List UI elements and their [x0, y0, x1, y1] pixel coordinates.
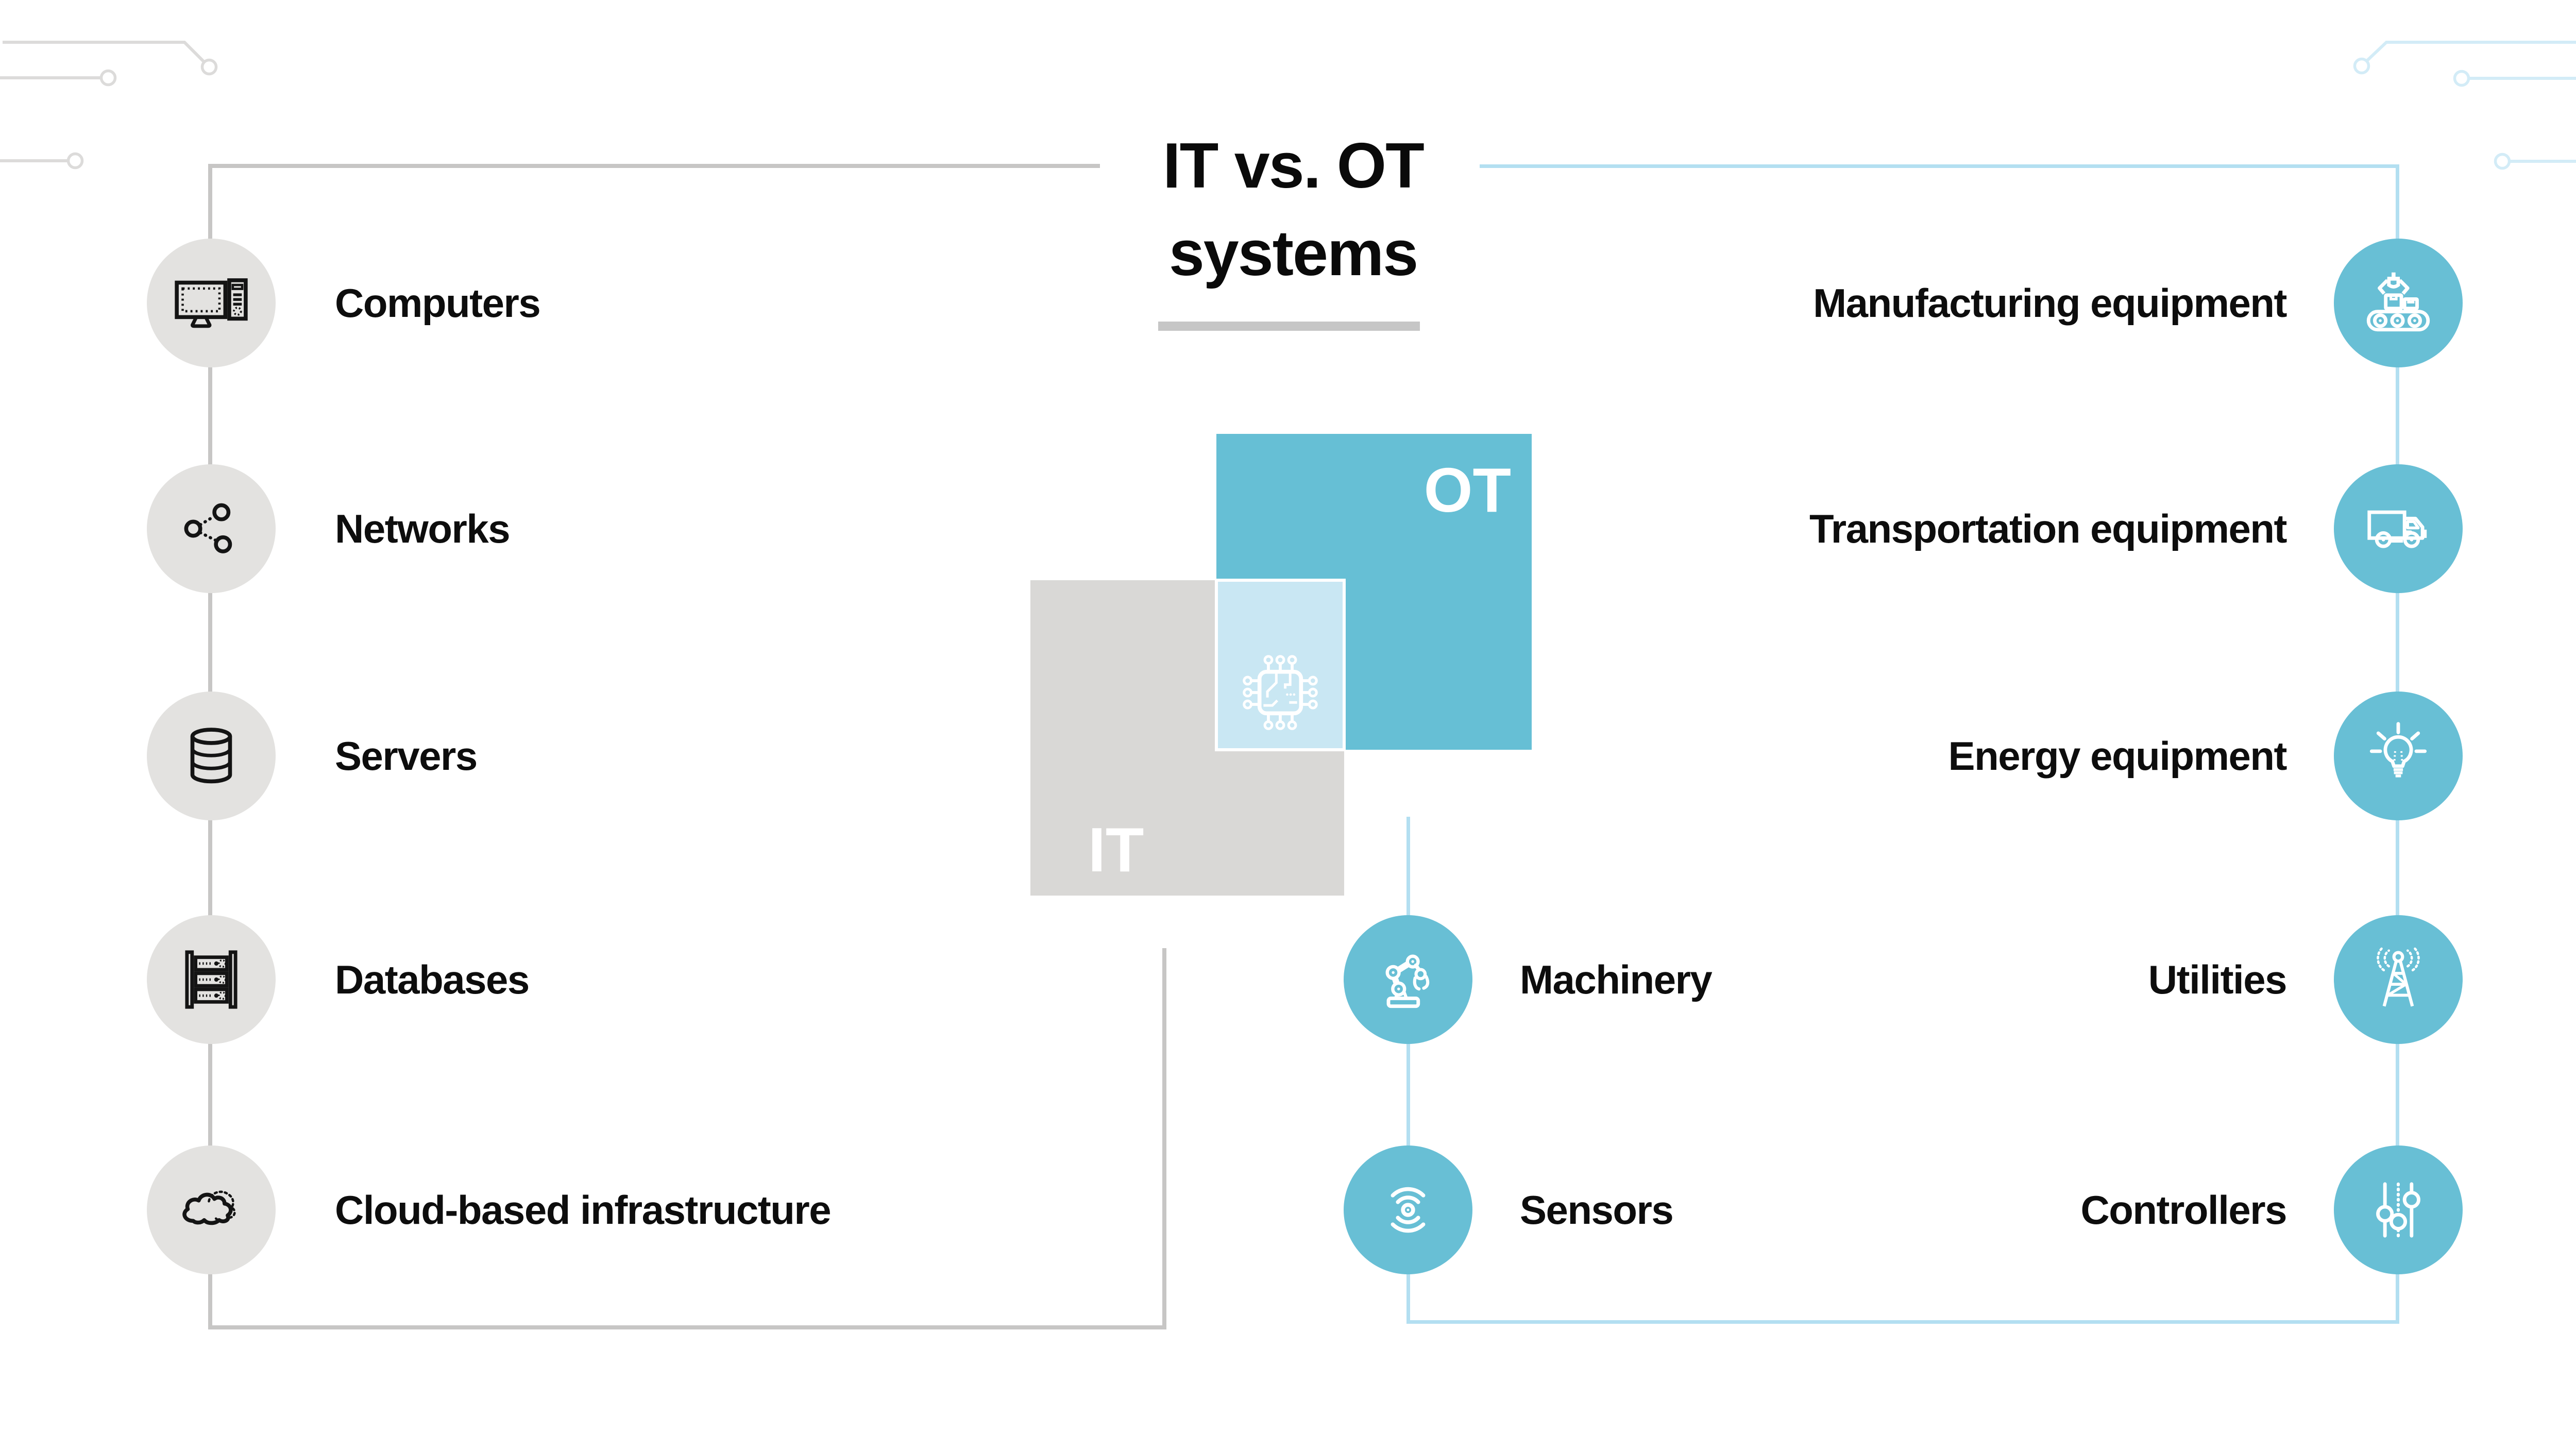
circuit-decoration-top-right	[2353, 41, 2576, 170]
computers-circle	[147, 239, 276, 367]
robot-arm-icon	[1385, 954, 1430, 1008]
label-computers: Computers	[335, 280, 541, 326]
sensors-circle	[1344, 1145, 1472, 1274]
label-servers: Servers	[335, 733, 478, 779]
database-cylinder-icon	[190, 728, 232, 784]
label-energy-equipment: Energy equipment	[1948, 733, 2287, 779]
machinery-circle	[1344, 915, 1472, 1044]
sensor-waves-icon	[1391, 1187, 1426, 1233]
it-frame-right-stub	[1162, 948, 1166, 1329]
transportation-circle	[2334, 464, 2463, 593]
ot-frame-top-line	[1480, 164, 2399, 168]
lightbulb-icon	[2369, 722, 2427, 778]
title-underline	[1158, 322, 1420, 331]
label-machinery: Machinery	[1520, 957, 1713, 1002]
controllers-circle	[2334, 1145, 2463, 1274]
label-utilities: Utilities	[2148, 957, 2287, 1002]
radio-tower-icon	[2377, 945, 2420, 1007]
label-databases: Databases	[335, 957, 530, 1002]
circuit-decoration-top-left	[0, 41, 218, 170]
manufacturing-circle	[2334, 239, 2463, 367]
page-title: IT vs. OT systems	[1056, 123, 1530, 298]
ot-frame-bottom-line	[1406, 1320, 2399, 1324]
it-ot-overlap-region	[1215, 579, 1346, 751]
it-square-label: IT	[1088, 815, 1144, 885]
sliders-icon	[2376, 1182, 2420, 1238]
servers-circle	[147, 692, 276, 820]
label-transportation-equipment: Transportation equipment	[1809, 506, 2287, 551]
label-manufacturing-equipment: Manufacturing equipment	[1813, 280, 2287, 326]
microchip-icon	[1243, 655, 1318, 730]
label-sensors: Sensors	[1520, 1187, 1674, 1233]
it-frame-top-line	[208, 164, 1100, 168]
conveyor-robot-icon	[2366, 272, 2430, 332]
energy-circle	[2334, 692, 2463, 820]
page-title-line2: systems	[1168, 217, 1418, 289]
databases-circle	[147, 915, 276, 1044]
truck-icon	[2367, 510, 2427, 548]
label-networks: Networks	[335, 506, 511, 551]
network-nodes-icon	[184, 503, 232, 553]
networks-circle	[147, 464, 276, 593]
label-controllers: Controllers	[2080, 1187, 2287, 1233]
server-rack-icon	[185, 950, 238, 1009]
label-cloud-based-infrastructure: Cloud-based infrastructure	[335, 1187, 832, 1233]
cloud-icon	[182, 1190, 236, 1225]
utilities-circle	[2334, 915, 2463, 1044]
page-title-line1: IT vs. OT	[1163, 130, 1425, 201]
cloud-circle	[147, 1145, 276, 1274]
ot-frame-middle-stub	[1406, 817, 1410, 1324]
it-frame-bottom-line	[208, 1325, 1166, 1329]
ot-square-label: OT	[1423, 455, 1511, 525]
desktop-computer-icon	[175, 278, 248, 328]
